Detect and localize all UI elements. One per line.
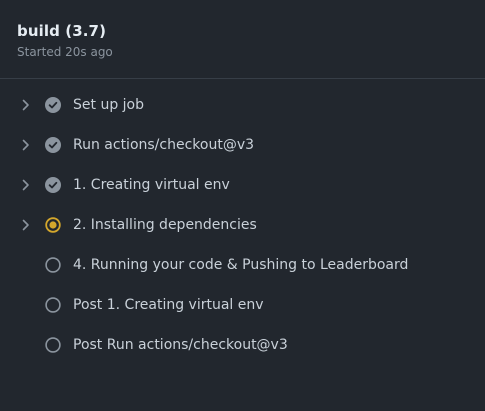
step-installing-dependencies[interactable]: 2. Installing dependencies <box>0 205 485 245</box>
step-post-creating-virtual-env: Post 1. Creating virtual env <box>0 285 485 325</box>
step-label: 2. Installing dependencies <box>73 217 257 233</box>
chevron-right-icon[interactable] <box>20 98 32 112</box>
step-label: 4. Running your code & Pushing to Leader… <box>73 257 409 273</box>
queued-circle-icon <box>45 257 61 273</box>
step-set-up-job[interactable]: Set up job <box>0 85 485 125</box>
job-title: build (3.7) <box>17 22 107 40</box>
queued-circle-icon <box>45 337 61 353</box>
step-post-run-actions-checkout: Post Run actions/checkout@v3 <box>0 325 485 365</box>
step-label: Post 1. Creating virtual env <box>73 297 264 313</box>
chevron-right-icon[interactable] <box>20 138 32 152</box>
step-creating-virtual-env[interactable]: 1. Creating virtual env <box>0 165 485 205</box>
check-circle-icon <box>45 97 61 113</box>
step-label: Run actions/checkout@v3 <box>73 137 255 153</box>
chevron-right-icon[interactable] <box>20 218 32 232</box>
check-circle-icon <box>45 137 61 153</box>
steps-list: Set up job Run actions/checkout@v3 1. Cr… <box>0 79 485 365</box>
job-header: build (3.7) Started 20s ago <box>0 0 485 79</box>
step-running-your-code: 4. Running your code & Pushing to Leader… <box>0 245 485 285</box>
queued-circle-icon <box>45 297 61 313</box>
step-run-actions-checkout[interactable]: Run actions/checkout@v3 <box>0 125 485 165</box>
step-label: Post Run actions/checkout@v3 <box>73 337 288 353</box>
step-label: Set up job <box>73 97 144 113</box>
job-subtitle: Started 20s ago <box>17 45 113 59</box>
chevron-right-icon[interactable] <box>20 178 32 192</box>
check-circle-icon <box>45 177 61 193</box>
in-progress-icon <box>45 217 61 233</box>
step-label: 1. Creating virtual env <box>73 177 230 193</box>
